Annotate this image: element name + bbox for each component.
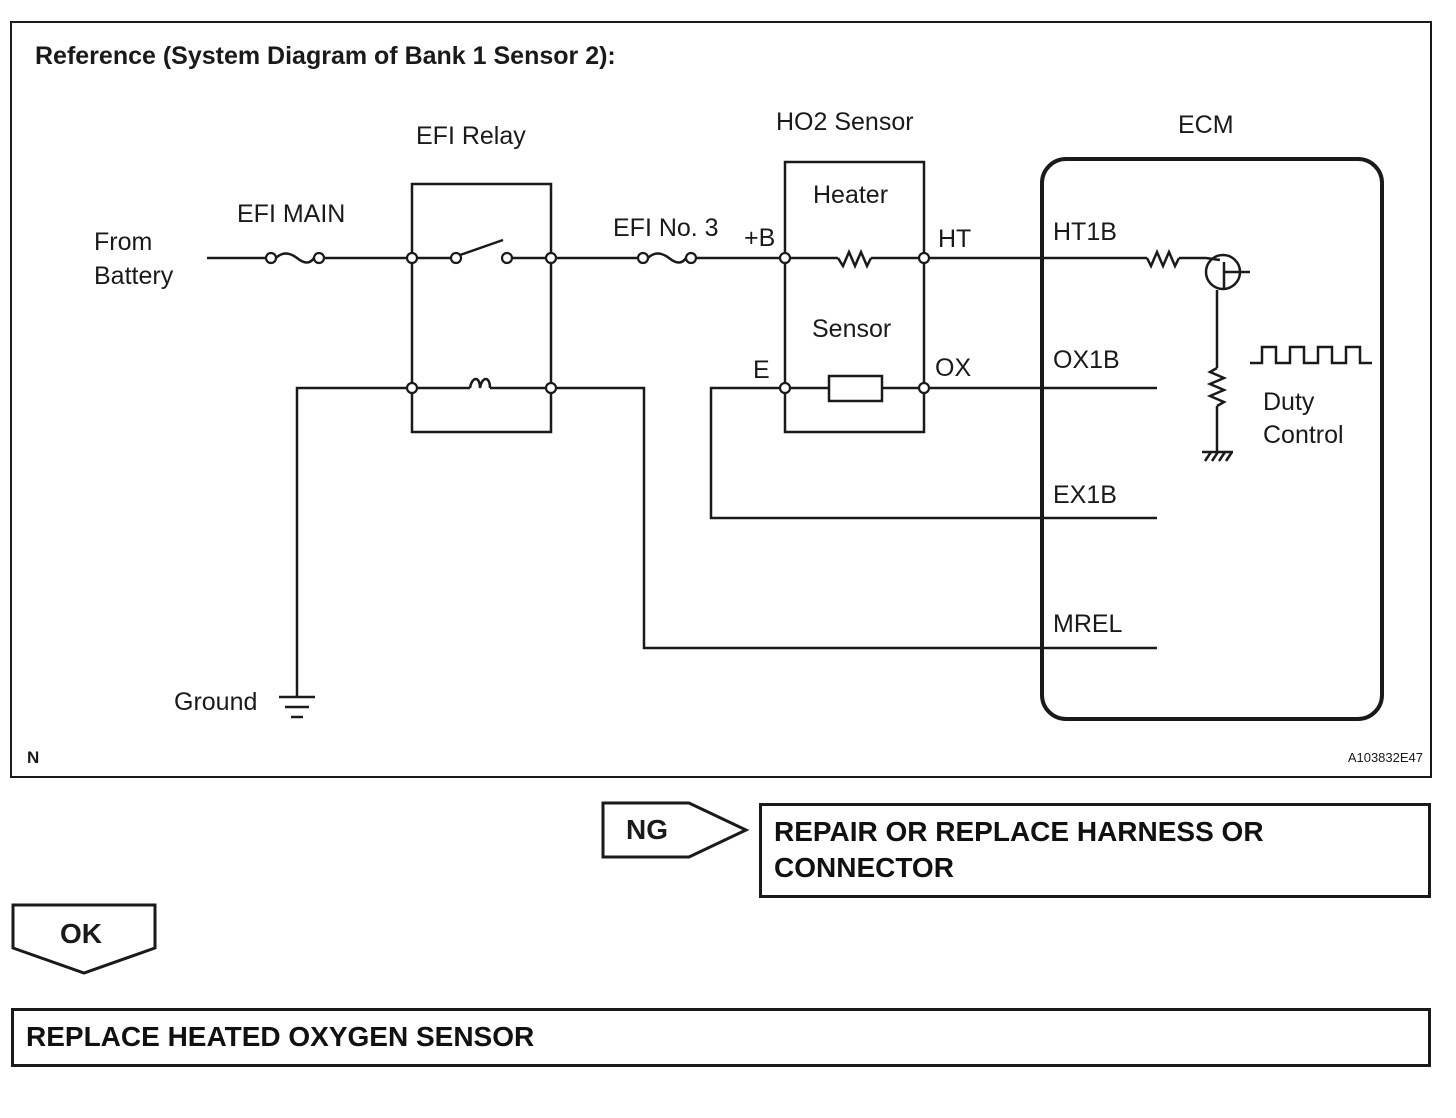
terminal-dot [778,251,792,265]
label-plus-b: +B [744,224,775,252]
wire-e-ex1b [709,386,1157,520]
label-ht: HT [938,225,971,253]
label-ox: OX [935,354,971,382]
corner-mark: N [27,748,39,767]
terminal-dot [500,251,514,265]
ng-arrow [601,801,750,859]
duty-waveform [1250,345,1372,365]
ho2-sensor-box [783,160,926,434]
ecm-box [1040,157,1384,721]
label-ground: Ground [174,688,257,716]
sensor-element [827,374,884,403]
ecm-ht-resistor [1145,248,1181,270]
efi-relay-box [410,182,553,434]
terminal-dot [778,381,792,395]
relay-coil [468,377,492,389]
terminal-dot [636,251,650,265]
terminal-dot [544,251,558,265]
ng-result-line2: CONNECTOR [774,852,954,883]
terminal-dot [264,251,278,265]
diagram-frame [10,21,1432,778]
ng-result-line1: REPAIR OR REPLACE HARNESS OR [774,816,1264,847]
efi-no3-fuse [647,252,688,264]
label-efi-relay: EFI Relay [416,122,526,150]
wire-ground [295,386,412,696]
label-ex1b: EX1B [1053,481,1117,509]
label-battery: Battery [94,262,174,290]
label-mrel: MREL [1053,610,1123,638]
ecm-pulldown-resistor [1206,366,1228,408]
wire-mrel [551,386,1157,650]
ng-result-box: REPAIR OR REPLACE HARNESS OR CONNECTOR [759,803,1431,898]
ok-result-text: REPLACE HEATED OXYGEN SENSOR [26,1021,535,1052]
label-e: E [753,356,770,384]
label-efi-no3: EFI No. 3 [613,214,719,242]
terminal-dot [405,381,419,395]
terminal-dot [405,251,419,265]
ok-arrow [11,903,157,975]
ok-label: OK [60,918,102,949]
label-heater: Heater [813,181,888,209]
efi-main-fuse [275,252,316,264]
label-control: Control [1263,421,1344,449]
ok-result-box: REPLACE HEATED OXYGEN SENSOR [11,1008,1431,1067]
label-duty: Duty [1263,388,1315,416]
label-efi-main: EFI MAIN [237,200,345,228]
ng-label: NG [626,814,668,845]
terminal-dot [449,251,463,265]
heater-resistor [836,248,873,270]
label-ox1b: OX1B [1053,346,1120,374]
terminal-dot [684,251,698,265]
terminal-dot [917,381,931,395]
terminal-dot [544,381,558,395]
label-from: From [94,228,152,256]
terminal-dot [917,251,931,265]
label-ho2-sensor: HO2 Sensor [776,108,914,136]
diagram-title: Reference (System Diagram of Bank 1 Sens… [35,42,616,70]
relay-switch-contact [459,238,504,257]
figure-code: A103832E47 [1348,750,1423,765]
label-sensor: Sensor [812,315,891,343]
label-ht1b: HT1B [1053,218,1117,246]
terminal-dot [312,251,326,265]
ecm-chassis-ground [1203,451,1234,462]
label-ecm: ECM [1178,111,1234,139]
